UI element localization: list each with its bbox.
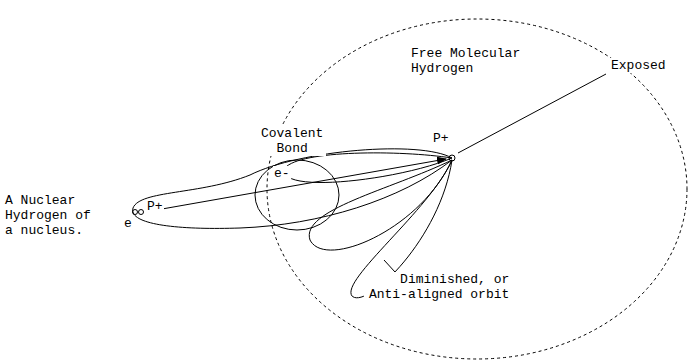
proton-label: P+ bbox=[432, 131, 450, 146]
proton-dot bbox=[139, 210, 144, 215]
molecule-boundary bbox=[267, 19, 687, 359]
electron-label: e bbox=[123, 216, 133, 231]
covalent-bond-orbit bbox=[255, 160, 339, 230]
proton-label: P+ bbox=[146, 199, 164, 214]
nucleus-label: A Nuclear Hydrogen of a nucleus. bbox=[4, 193, 96, 238]
callout-label: Exposed bbox=[610, 58, 667, 73]
electron-label: e- bbox=[273, 166, 291, 181]
bond-label: Covalent Bond bbox=[258, 126, 326, 156]
region-label: Free Molecular Hydrogen bbox=[410, 46, 525, 76]
proton-dot bbox=[449, 155, 455, 161]
leader-line bbox=[458, 74, 606, 153]
bond-orbit bbox=[133, 149, 452, 229]
upper-orbit bbox=[284, 153, 452, 183]
leader-line bbox=[384, 260, 395, 272]
bond-arrow bbox=[162, 159, 446, 209]
electron-dot bbox=[133, 210, 138, 215]
orbit-label: Diminished, or Anti-aligned orbit bbox=[364, 272, 510, 302]
